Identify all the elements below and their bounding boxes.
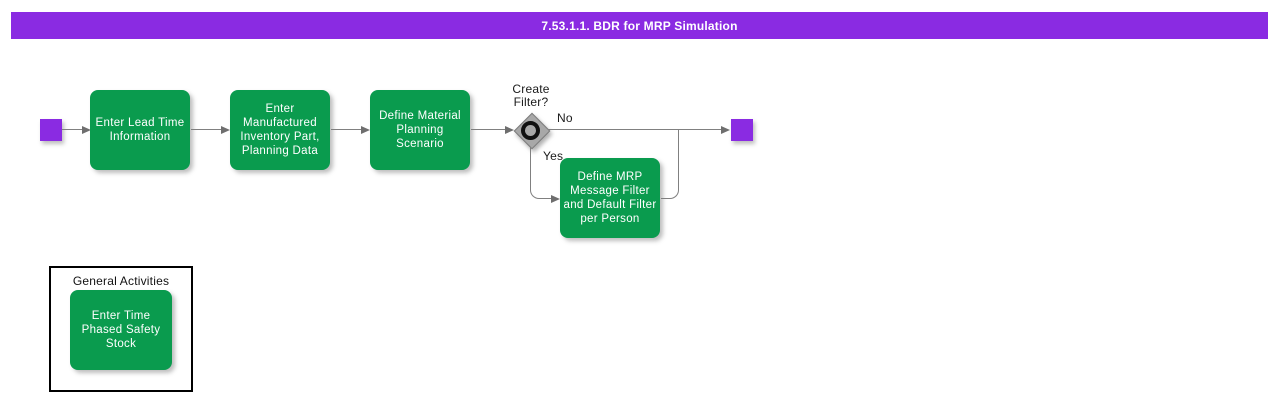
connector-start-step1 xyxy=(62,129,82,130)
diagram-title-bar: 7.53.1.1. BDR for MRP Simulation xyxy=(11,12,1268,39)
start-node xyxy=(40,119,62,141)
arrowhead-step3 xyxy=(361,125,370,134)
activity-enter-lead-time[interactable]: Enter Lead Time Information xyxy=(90,90,190,170)
arrowhead-end xyxy=(721,125,730,134)
connector-step3-decision xyxy=(471,129,505,130)
diagram-title: 7.53.1.1. BDR for MRP Simulation xyxy=(541,18,738,33)
connector-step2-step3 xyxy=(331,129,361,130)
general-activities-frame: General Activities Enter Time Phased Saf… xyxy=(49,266,193,392)
yes-branch-label: Yes xyxy=(543,149,564,163)
activity-define-mrp-message-filter[interactable]: Define MRP Message Filter and Default Fi… xyxy=(560,158,660,238)
connector-yes-branch xyxy=(530,147,552,199)
end-node xyxy=(731,119,753,141)
activity-enter-time-phased-safety-stock[interactable]: Enter Time Phased Safety Stock xyxy=(70,290,172,370)
decision-ring-icon xyxy=(521,121,540,140)
no-branch-label: No xyxy=(557,111,573,125)
activity-enter-manufactured-part[interactable]: Enter Manufactured Inventory Part, Plann… xyxy=(230,90,330,170)
arrowhead-decision xyxy=(505,125,514,134)
decision-question-label: Create Filter? xyxy=(512,82,550,109)
activity-define-material-planning[interactable]: Define Material Planning Scenario xyxy=(370,90,470,170)
connector-yes-return xyxy=(661,130,679,199)
arrowhead-step1 xyxy=(82,125,91,134)
connector-step1-step2 xyxy=(191,129,221,130)
arrowhead-yes-step xyxy=(551,194,560,203)
general-activities-title: General Activities xyxy=(72,274,170,288)
arrowhead-step2 xyxy=(221,125,230,134)
connector-no-branch xyxy=(548,129,721,130)
